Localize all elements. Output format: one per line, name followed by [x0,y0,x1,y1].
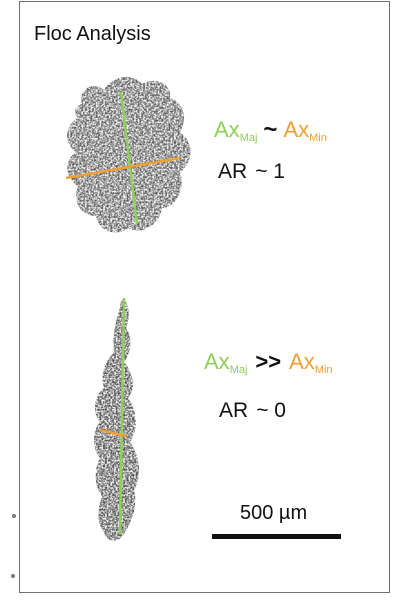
floc-round-minor-axis [65,156,181,180]
scale-bar-label: 500 µm [240,502,307,524]
edge-mark [12,514,16,518]
svg-text:AR~ 1: AR~ 1 [218,160,285,183]
floc-round-major-axis [119,91,139,225]
floc-round-axis-relation: AxMaj~AxMin [214,116,327,144]
floc-analysis-diagram: Floc Analysis AxMaj~AxMin AR~ 1 [34,23,341,541]
svg-text:AxMaj~AxMin: AxMaj~AxMin [214,116,327,144]
figure-panel: Floc Analysis AxMaj~AxMin AR~ 1 [19,1,390,593]
scale-bar [212,534,341,539]
floc-elongated-axis-relation: AxMaj>>AxMin [204,349,333,376]
svg-text:AxMaj>>AxMin: AxMaj>>AxMin [204,349,333,376]
figure-title: Floc Analysis [34,23,151,45]
floc-elongated-aspect-ratio: AR~ 0 [219,399,286,422]
floc-elongated-major-axis [118,297,126,535]
svg-text:AR~ 0: AR~ 0 [219,399,286,422]
floc-elongated-image [94,299,139,541]
edge-mark [11,574,15,578]
floc-elongated-minor-axis [99,428,127,438]
floc-round-aspect-ratio: AR~ 1 [218,160,285,183]
